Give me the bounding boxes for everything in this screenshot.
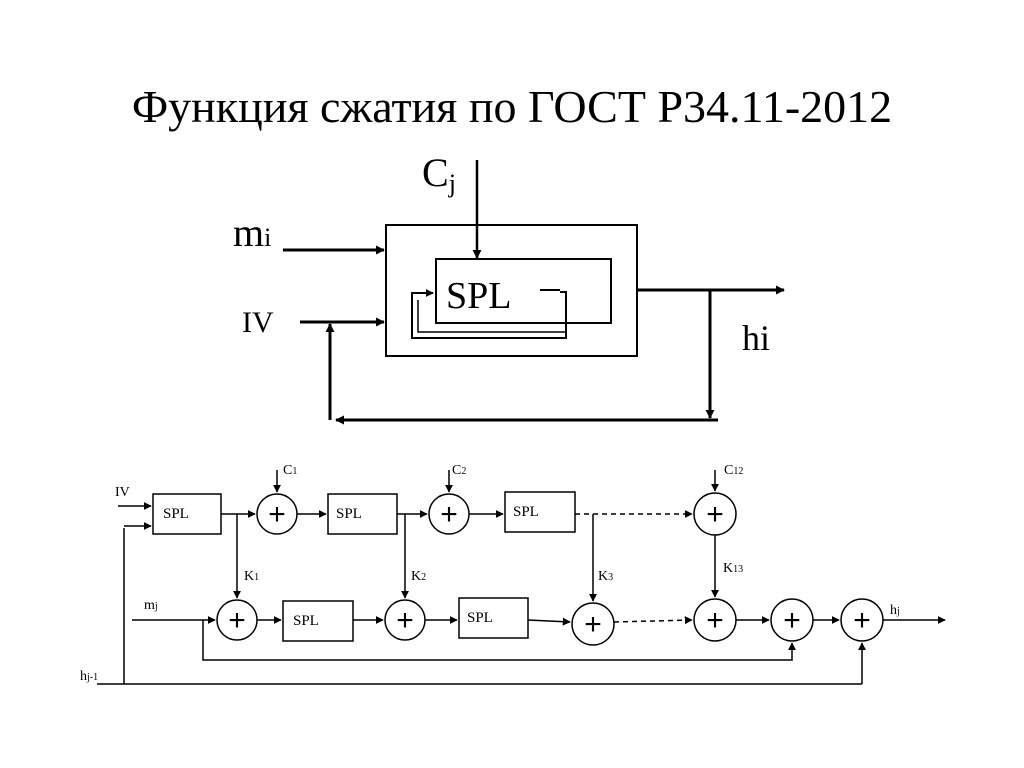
spl-loop-return bbox=[411, 289, 567, 339]
c2-label: C2 bbox=[452, 463, 466, 478]
spl-box-top-3 bbox=[504, 491, 576, 533]
plus-sign: + bbox=[584, 608, 602, 641]
plus-sign: + bbox=[396, 604, 414, 637]
spl-box-bottom-2 bbox=[458, 597, 529, 639]
spl-label-top-3: SPL bbox=[513, 504, 539, 520]
mi-label: mi bbox=[233, 210, 271, 255]
plus-sign: + bbox=[228, 604, 246, 637]
plus-sign: + bbox=[783, 604, 801, 637]
upper-diagram bbox=[283, 160, 785, 425]
plus-sign: + bbox=[268, 498, 286, 531]
plus-sign: + bbox=[706, 498, 724, 531]
outer-block bbox=[385, 224, 638, 357]
c1-label: C1 bbox=[283, 463, 297, 478]
adder-k3 bbox=[571, 602, 615, 646]
adder-plus-signs: + + + + + + + + + bbox=[228, 498, 871, 641]
k3-to-k13-dashed bbox=[613, 616, 693, 625]
spl-box-bottom-1 bbox=[282, 600, 354, 642]
k13-label: K13 bbox=[723, 561, 743, 576]
k1-label: K1 bbox=[244, 569, 259, 584]
plus-sign: + bbox=[853, 604, 871, 637]
plus-sign: + bbox=[440, 498, 458, 531]
spl-block bbox=[435, 258, 612, 324]
spl5-to-adder bbox=[527, 617, 571, 626]
hj-label: hj bbox=[890, 603, 900, 618]
spl-label-bottom-1: SPL bbox=[293, 613, 319, 629]
spl-label-bottom-2: SPL bbox=[467, 610, 493, 626]
mj-label: mj bbox=[144, 598, 158, 613]
hprev-label: hj-1 bbox=[80, 669, 98, 684]
cj-label: Cj bbox=[422, 150, 456, 198]
c12-label: C12 bbox=[724, 463, 743, 478]
spl-label-top-2: SPL bbox=[336, 506, 362, 522]
plus-sign: + bbox=[706, 604, 724, 637]
spl-label: SPL bbox=[446, 275, 511, 317]
iv-label: IV bbox=[242, 306, 274, 339]
iv-label-lower: IV bbox=[115, 485, 130, 500]
mj-feedforward bbox=[202, 620, 796, 661]
hi-label: hi bbox=[742, 318, 770, 358]
k2-label: K2 bbox=[411, 569, 426, 584]
spl-inner-loop bbox=[417, 300, 566, 333]
slide-title: Функция сжатия по ГОСТ Р34.11-2012 bbox=[131, 81, 893, 132]
spl-label-top-1: SPL bbox=[163, 506, 189, 522]
k3-label: K3 bbox=[598, 569, 613, 584]
lower-diagram bbox=[97, 470, 946, 685]
